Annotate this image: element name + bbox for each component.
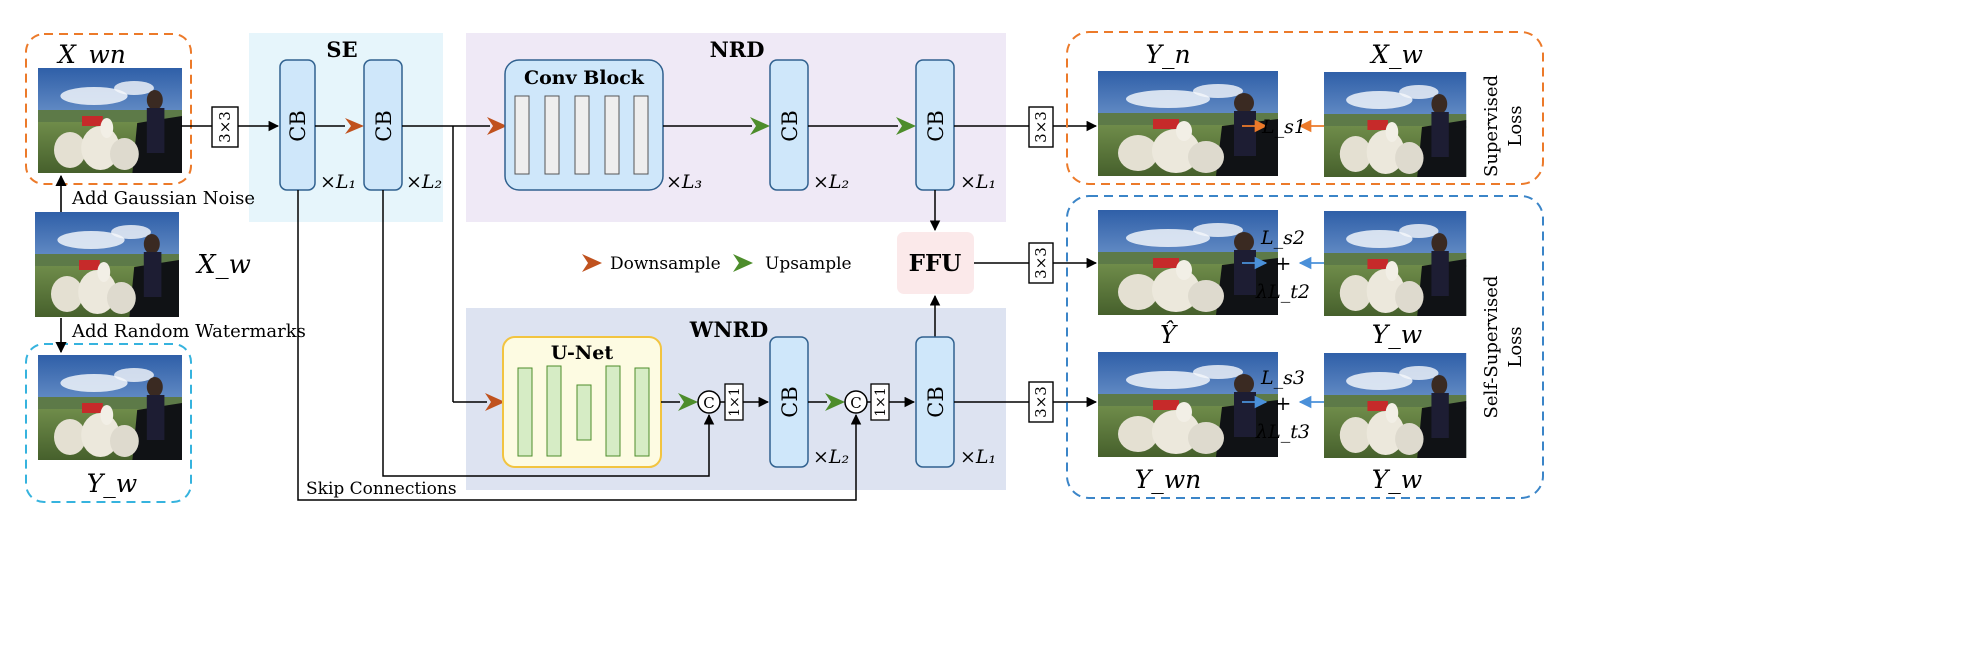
sup-title-line1: Supervised (1481, 75, 1502, 177)
ffu-output-conv3x3-label: 3×3 (1032, 247, 1050, 279)
ffu-output-conv3x3 (1028, 242, 1054, 284)
ss-row1-loss-top: L_s2 (1260, 227, 1305, 249)
se-cb-2-label: CB (372, 110, 396, 142)
watermarked-input-frame (25, 343, 192, 503)
nrd-cb-2-label: CB (924, 110, 948, 142)
wnrd-cb-1-label: CB (778, 386, 802, 418)
ss-row2-plus: + (1275, 391, 1292, 415)
clean-input-image (35, 212, 179, 317)
wnrd-upsample-arrow (825, 393, 845, 411)
ss-row1-right-label: Y_w (1372, 320, 1422, 349)
skip-connection-1 (297, 190, 862, 501)
unet-upsample-arrow (678, 393, 698, 411)
nrd-cb-1 (769, 59, 809, 191)
concat-node-2-label: C (850, 394, 861, 412)
sup-right-image (1324, 72, 1467, 177)
unet-layer-2 (546, 365, 562, 457)
nrd-output-conv3x3 (1028, 106, 1054, 148)
ss-row2-right-label: Y_w (1372, 465, 1422, 494)
legend-downsample-icon (582, 254, 602, 272)
nrd-downsample-arrow (487, 117, 507, 135)
input-conv3x3 (211, 106, 239, 148)
nrd-rep-3: ×L₃ (666, 171, 702, 193)
nrd-cb-1-label: CB (778, 110, 802, 142)
ss-title-line1: Self-Supervised (1481, 276, 1502, 419)
ss-row1-plus: + (1275, 251, 1292, 275)
self-supervised-loss-frame (1066, 195, 1544, 499)
legend-downsample-label: Downsample (610, 254, 721, 274)
se-rep-2: ×L₂ (406, 171, 442, 193)
add-watermarks-label: Add Random Watermarks (71, 321, 306, 342)
wnrd-conv1x1-1-label: 1×1 (727, 387, 743, 417)
wnrd-cb-2-label: CB (924, 386, 948, 418)
unet-layer-1 (517, 367, 533, 457)
concat-node-1-label: C (703, 394, 714, 412)
ss-row2-left-label: Y_wn (1135, 465, 1202, 494)
conv-block-layer-5 (633, 95, 649, 175)
sup-loss-label: L_s1 (1261, 116, 1306, 138)
ss-row2-loss-top: L_s3 (1260, 367, 1305, 389)
wnrd-rep-2: ×L₂ (813, 446, 849, 468)
conv-block-layer-3 (574, 95, 590, 175)
conv-block-title: Conv Block (524, 67, 645, 89)
sup-left-image (1098, 71, 1278, 176)
add-noise-label: Add Gaussian Noise (71, 188, 255, 209)
unet-layer-4 (605, 365, 621, 457)
ss-row2-left-image (1098, 352, 1278, 457)
se-downsample-arrow (345, 118, 364, 134)
nrd-output-conv3x3-label: 3×3 (1032, 111, 1050, 143)
unet-layer-3 (576, 384, 592, 441)
sup-right-label: X_w (1369, 40, 1423, 69)
se-title: SE (326, 37, 357, 62)
wnrd-rep-1: ×L₁ (960, 446, 996, 468)
conv-block-layer-4 (604, 95, 620, 175)
sup-title-line2: Loss (1505, 105, 1526, 146)
ss-row2-right-image (1324, 353, 1467, 458)
se-rep-1: ×L₁ (320, 171, 356, 193)
noisy-input-image (38, 68, 182, 173)
wnrd-title: WNRD (689, 317, 768, 342)
clean-input-label: X_w (195, 250, 251, 280)
conv-block-layer-2 (544, 95, 560, 175)
supervised-loss-frame (1066, 31, 1544, 185)
nrd-upsample-arrow-2 (896, 117, 916, 135)
conv-block-layer-1 (514, 95, 530, 175)
input-conv3x3-label: 3×3 (216, 111, 234, 143)
legend-upsample-icon (733, 254, 753, 272)
unet-title: U-Net (551, 342, 614, 364)
skip-connections-label: Skip Connections (306, 479, 457, 499)
ffu-block (897, 232, 974, 294)
nrd-rep-1: ×L₁ (960, 171, 996, 193)
ss-row2-loss-bottom: λL_t3 (1255, 421, 1310, 443)
legend-upsample-label: Upsample (765, 254, 852, 274)
unet-layer-5 (634, 367, 650, 457)
wnrd-downsample-arrow (485, 393, 505, 411)
ss-title-line2: Loss (1505, 326, 1526, 367)
ss-row1-left-label: Ŷ (1160, 320, 1178, 349)
watermarked-input-label: Y_w (87, 469, 137, 498)
noisy-input-frame (25, 33, 192, 185)
sup-left-label: Y_n (1145, 40, 1190, 69)
skip-connection-2 (382, 190, 715, 477)
nrd-rep-2: ×L₂ (813, 171, 849, 193)
ss-row1-loss-bottom: λL_t2 (1255, 281, 1310, 303)
nrd-title: NRD (710, 37, 765, 62)
noisy-input-label: X_wn (56, 40, 126, 69)
watermarked-input-image (38, 355, 182, 460)
se-cb-1-label: CB (286, 110, 310, 142)
wnrd-conv1x1-2-label: 1×1 (873, 387, 889, 417)
nrd-upsample-arrow-1 (750, 117, 770, 135)
ss-row1-right-image (1324, 211, 1467, 316)
wnrd-output-conv3x3-label: 3×3 (1032, 386, 1050, 418)
ffu-label: FFU (909, 250, 962, 277)
